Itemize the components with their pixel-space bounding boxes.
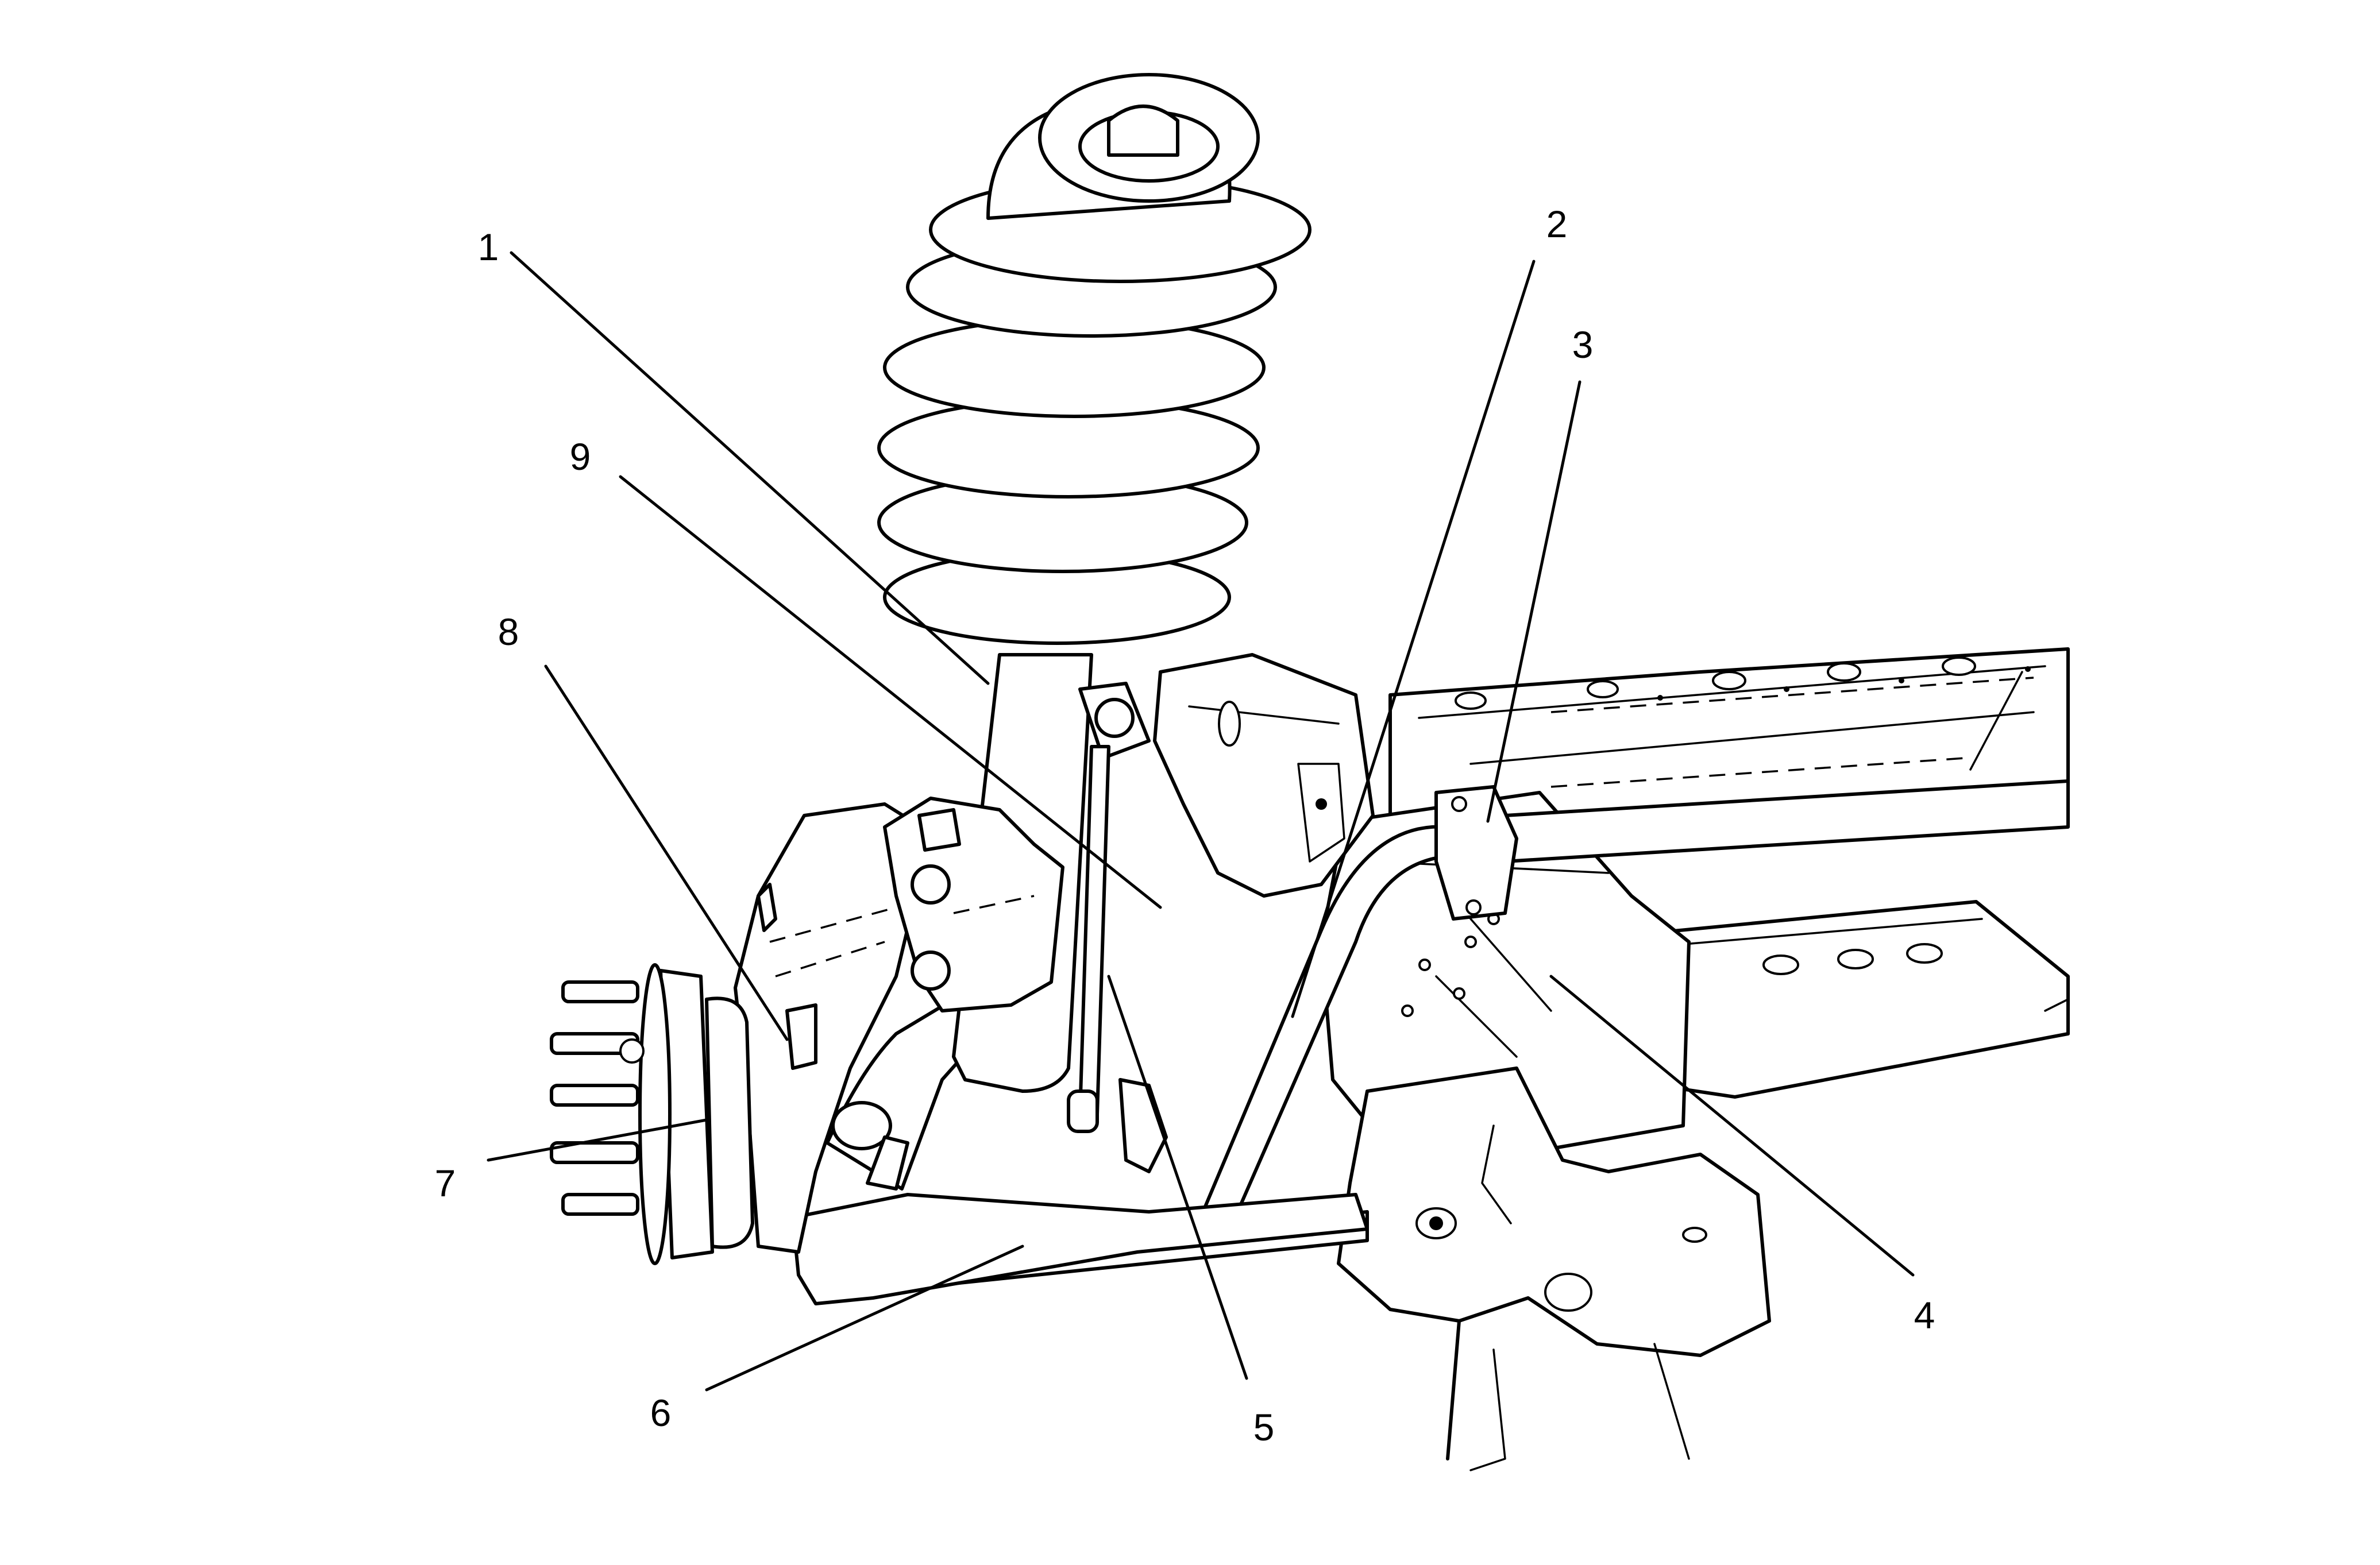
- callout-7: 7: [435, 1162, 456, 1204]
- callout-2: 2: [1546, 203, 1568, 245]
- leader-line-7: [487, 1118, 708, 1162]
- leader-line-1: [510, 251, 990, 685]
- callout-8: 8: [498, 610, 519, 653]
- leader-line-4: [1549, 975, 1915, 1277]
- leader-line-2: [1291, 260, 1536, 1018]
- frame-rail-drawing: [1153, 647, 2070, 1471]
- leader-line-5: [1107, 975, 1248, 1380]
- callout-numbers: 1 2 3 4 5 6 7 8 9: [435, 203, 1935, 1448]
- callout-1: 1: [478, 226, 499, 268]
- leader-line-3: [1486, 380, 1581, 823]
- strut-assembly-drawing: [877, 73, 1311, 1093]
- lower-control-arm-drawing: [791, 998, 1369, 1305]
- stabilizer-link-drawing: [1067, 682, 1168, 1173]
- knuckle-hub-drawing: [550, 802, 932, 1265]
- leader-line-6: [705, 1245, 1024, 1392]
- callout-6: 6: [650, 1392, 672, 1434]
- callout-4: 4: [1914, 1294, 1935, 1336]
- leader-line-9: [619, 475, 1162, 909]
- callout-3: 3: [1572, 323, 1594, 366]
- leader-line-8: [544, 664, 789, 1041]
- callout-5: 5: [1253, 1406, 1275, 1448]
- leader-lines: [487, 251, 1915, 1392]
- callout-9: 9: [570, 435, 591, 478]
